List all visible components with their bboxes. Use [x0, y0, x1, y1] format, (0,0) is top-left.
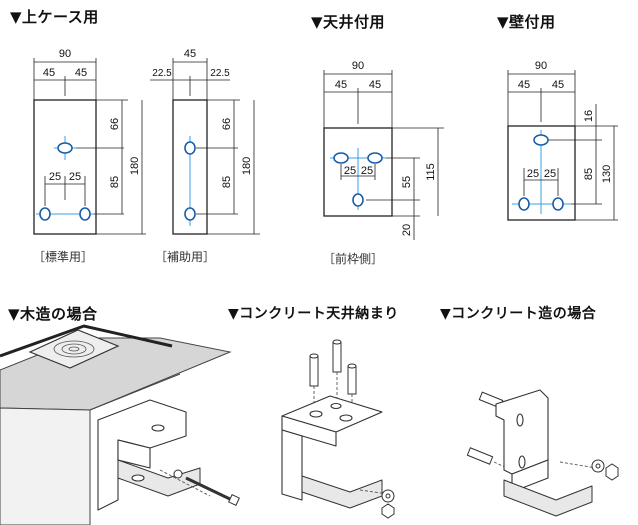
dim-std-w2: 45: [75, 67, 87, 79]
dim-wall-w1: 45: [518, 79, 530, 91]
dim-aux-w1: 22.5: [152, 68, 172, 79]
dim-aux-w2: 22.5: [210, 68, 230, 79]
dim-ceil-w1: 45: [335, 79, 347, 91]
hole-std-bottom-left: [39, 207, 51, 221]
hole-ceil-bottom: [352, 193, 364, 207]
dim-ceil-s1: 25: [344, 165, 356, 177]
dim-ceil-h2: 20: [401, 224, 413, 236]
heading-concrete-ceiling: ▼コンクリート天井納まり: [228, 306, 399, 322]
dim-wall-s1: 25: [527, 168, 539, 180]
hole-std-bottom-right: [79, 207, 91, 221]
wood-beam: [28, 329, 120, 369]
dim-wall-width: 90: [535, 60, 547, 72]
hole-std-top: [57, 142, 73, 154]
dim-aux-h1: 66: [221, 118, 233, 130]
dim-ceil-height: 115: [425, 163, 437, 181]
dim-ceil-w2: 45: [369, 79, 381, 91]
dim-aux-h2: 85: [221, 176, 233, 188]
dim-wall-height: 130: [601, 165, 613, 183]
heading-upper-case: ▼上ケース用: [10, 8, 99, 26]
caption-front-frame: ［前枠側］: [323, 252, 384, 266]
dim-ceil-h1: 55: [401, 176, 413, 188]
illustration-concrete-ceiling: [281, 339, 395, 519]
hole-ceil-left: [333, 152, 349, 164]
plate-wall: 90 45 45 16 85 130 25 25: [507, 60, 618, 221]
hole-wall-bottom-right: [552, 197, 564, 211]
dim-std-height: 180: [129, 157, 141, 175]
dim-std-h1: 66: [109, 118, 121, 130]
dim-std-h2: 85: [109, 176, 121, 188]
hole-ceil-right: [367, 152, 383, 164]
heading-ceiling: ▼天井付用: [311, 13, 386, 31]
plate-auxiliary: 45 22.5 22.5 66 85 180: [150, 48, 260, 235]
dim-wall-w2: 45: [552, 79, 564, 91]
plate-ceiling: 90 45 45 55 20 115 25 25: [323, 60, 444, 240]
caption-standard: ［標準用］: [33, 250, 94, 264]
dim-std-w1: 45: [43, 67, 55, 79]
dim-wall-s2: 25: [544, 168, 556, 180]
plate-standard: 90 45 45 66 85 180 25 25: [33, 48, 146, 235]
hole-wall-top: [533, 134, 549, 146]
illustration-concrete: [466, 389, 619, 517]
hole-wall-bottom-left: [518, 197, 530, 211]
heading-wall: ▼壁付用: [497, 13, 556, 31]
wood-ceiling-board: [0, 337, 232, 411]
dim-ceil-width: 90: [352, 60, 364, 72]
dim-std-s1: 25: [49, 171, 61, 183]
hole-aux-top: [184, 141, 196, 155]
caption-auxiliary: ［補助用］: [155, 250, 216, 264]
dim-aux-width: 45: [184, 48, 196, 60]
dim-wall-h2: 85: [583, 168, 595, 180]
illustration-wood: [0, 324, 240, 525]
dim-ceil-s2: 25: [361, 165, 373, 177]
dim-aux-height: 180: [241, 157, 253, 175]
dim-std-s2: 25: [69, 171, 81, 183]
heading-wood: ▼木造の場合: [8, 305, 98, 323]
heading-concrete: ▼コンクリート造の場合: [440, 306, 597, 322]
dim-std-width: 90: [59, 48, 71, 60]
hole-aux-bottom: [184, 207, 196, 221]
dim-wall-h1: 16: [583, 110, 595, 122]
